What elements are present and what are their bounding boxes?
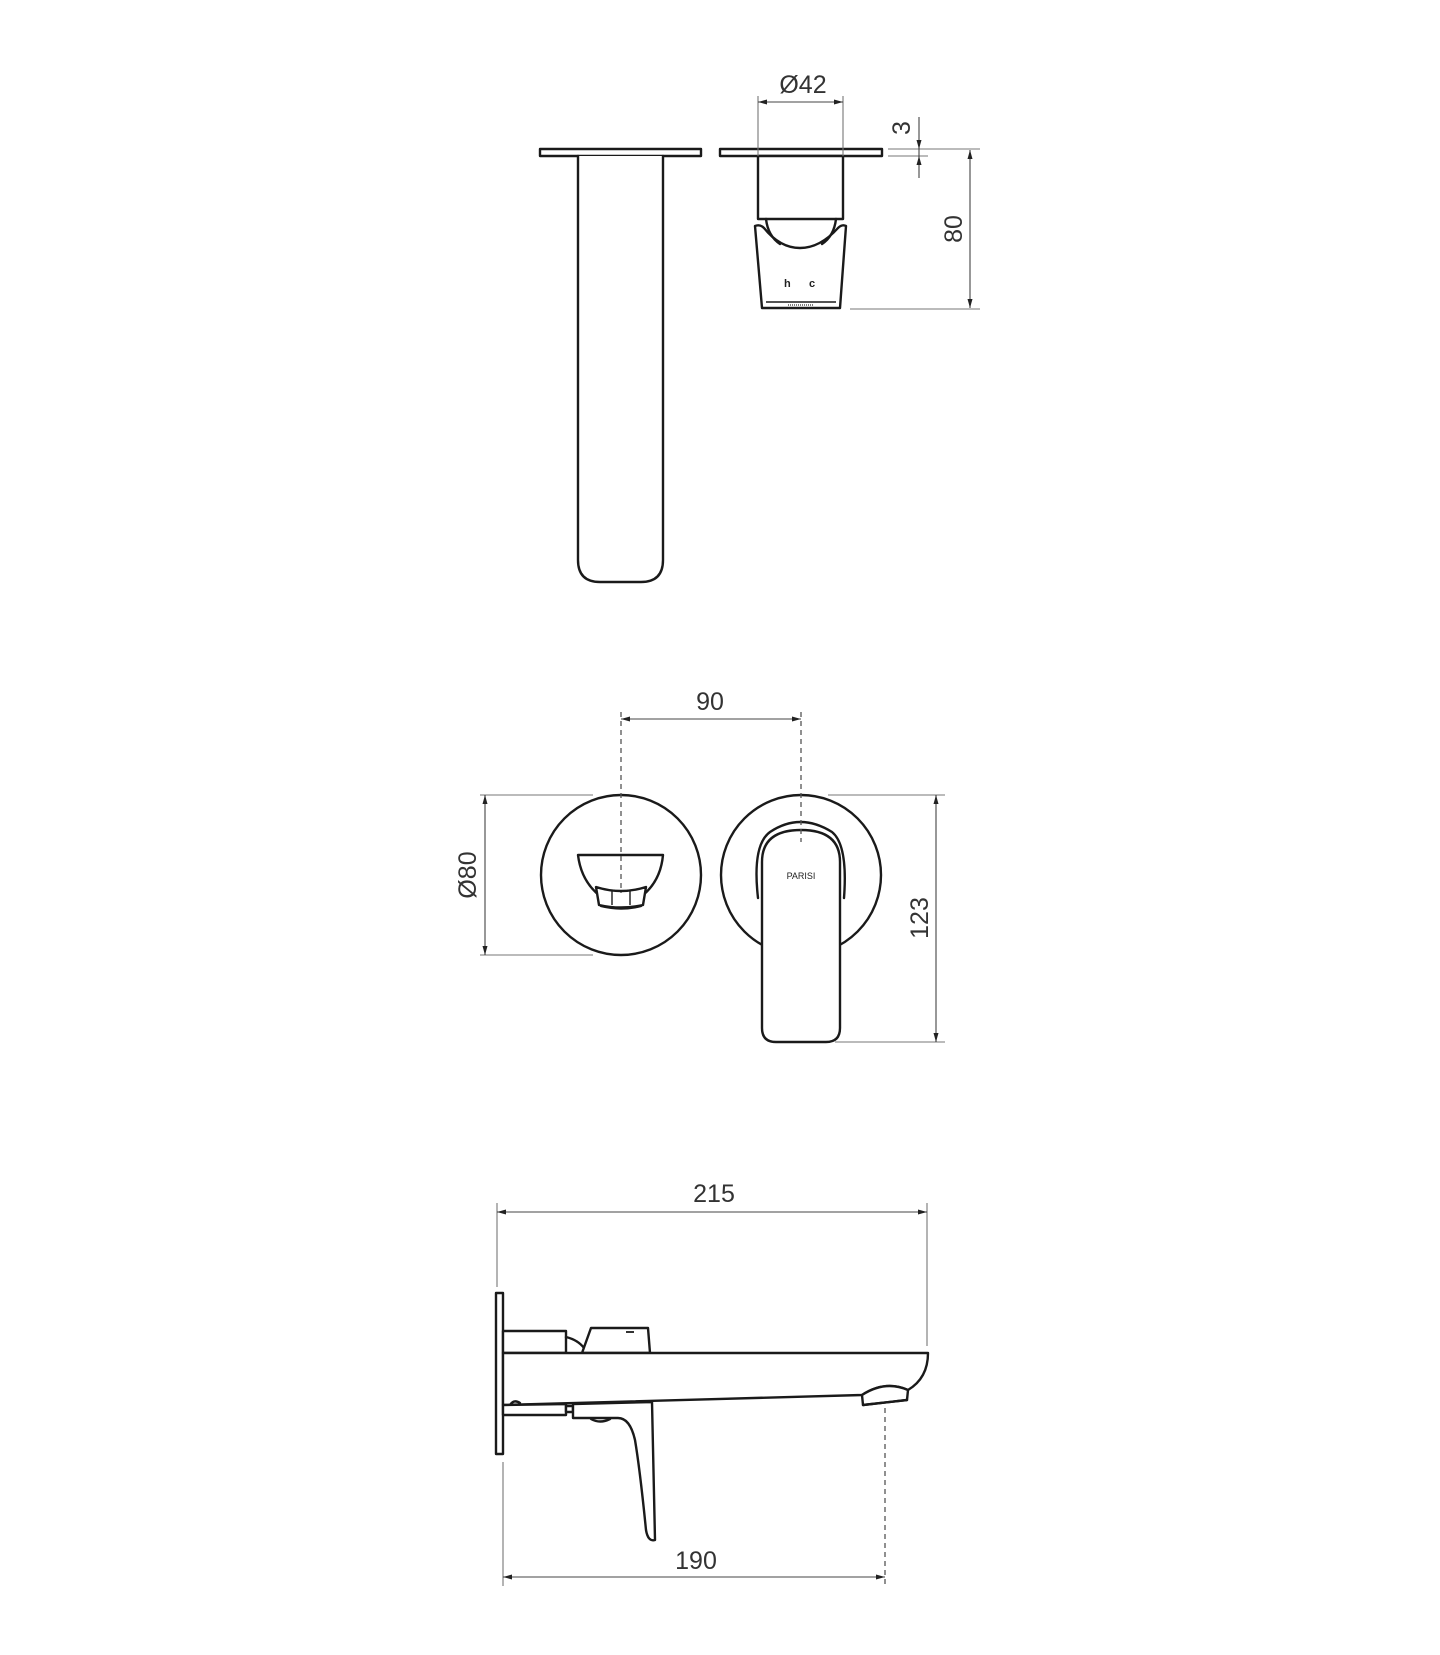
dimension-label: 123	[906, 897, 934, 939]
top-view-mixer: h c	[718, 147, 884, 310]
handle-edge	[764, 217, 782, 246]
dimension-plate-thickness: 3	[888, 117, 980, 178]
spout-wall-plate	[538, 147, 703, 158]
lower-block	[501, 1402, 568, 1417]
dimension-label: Ø42	[779, 71, 826, 99]
dimension-height-80: 80	[850, 150, 980, 310]
top-view-spout	[538, 147, 703, 584]
dimension-label: 190	[675, 1547, 717, 1575]
dimension-label: 215	[693, 1180, 735, 1208]
mixer-handle	[753, 224, 848, 310]
cold-indicator: c	[809, 278, 815, 290]
front-view-mixer: PARISI	[719, 793, 883, 1044]
dimension-label: 3	[888, 121, 916, 135]
dimension-label: 80	[940, 215, 968, 243]
dimension-overall-215: 215	[496, 1180, 928, 1346]
spout-body	[576, 154, 665, 584]
brand-logo: PARISI	[787, 871, 816, 881]
dimension-mixer-height-123: 123	[828, 794, 945, 1043]
mixer-lever	[571, 1400, 657, 1542]
mixer-block	[501, 1329, 568, 1355]
dimension-plate-diameter-80: Ø80	[454, 794, 593, 956]
mixer-lever	[760, 828, 842, 1044]
aerator	[594, 885, 648, 909]
dimension-label: 90	[696, 688, 724, 716]
mixer-curve	[564, 1335, 586, 1350]
mixer-body	[756, 154, 845, 221]
handle-edge	[820, 217, 838, 246]
mixer-lever-top	[580, 1326, 652, 1355]
dimension-centres-90: 90	[620, 688, 802, 893]
dimension-diameter-42: Ø42	[757, 71, 844, 156]
dimension-reach-190: 190	[502, 1408, 886, 1586]
hot-indicator: h	[784, 278, 791, 290]
side-view-assembly	[494, 1291, 930, 1542]
dimension-label: Ø80	[454, 851, 482, 898]
